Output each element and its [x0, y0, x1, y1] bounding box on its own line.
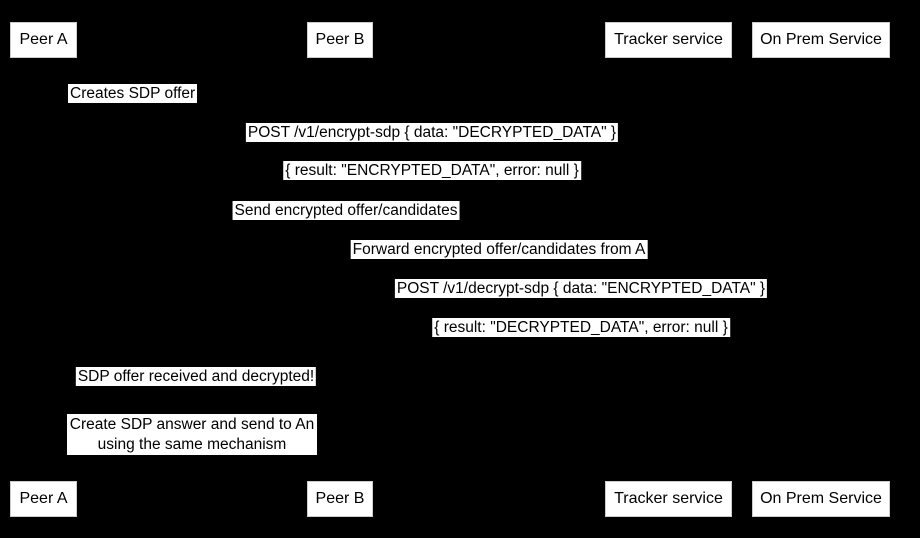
message-post-decrypt-sdp: POST /v1/decrypt-sdp { data: "ENCRYPTED_…: [394, 279, 768, 298]
note-line-2: using the same mechanism: [97, 435, 287, 453]
participant-peer-a-top: Peer A: [10, 22, 77, 58]
message-send-encrypted-offer: Send encrypted offer/candidates: [232, 201, 460, 220]
participant-tracker-service-top: Tracker service: [605, 22, 732, 58]
message-forward-encrypted-offer: Forward encrypted offer/candidates from …: [350, 240, 648, 259]
participant-on-prem-service-top: On Prem Service: [752, 22, 890, 58]
message-encrypt-result: { result: "ENCRYPTED_DATA", error: null …: [283, 161, 581, 180]
participant-peer-b-bottom: Peer B: [307, 481, 373, 517]
note-line-1: Create SDP answer and send to An: [69, 415, 315, 433]
message-sdp-offer-received: SDP offer received and decrypted!: [75, 367, 317, 386]
message-post-encrypt-sdp: POST /v1/encrypt-sdp { data: "DECRYPTED_…: [245, 123, 619, 142]
participant-on-prem-service-bottom: On Prem Service: [752, 481, 890, 517]
participant-tracker-service-bottom: Tracker service: [605, 481, 732, 517]
note-create-sdp-answer: Create SDP answer and send to An using t…: [67, 414, 317, 455]
participant-peer-a-bottom: Peer A: [10, 481, 77, 517]
message-decrypt-result: { result: "DECRYPTED_DATA", error: null …: [432, 318, 730, 337]
message-creates-sdp-offer: Creates SDP offer: [68, 84, 198, 103]
participant-peer-b-top: Peer B: [307, 22, 373, 58]
